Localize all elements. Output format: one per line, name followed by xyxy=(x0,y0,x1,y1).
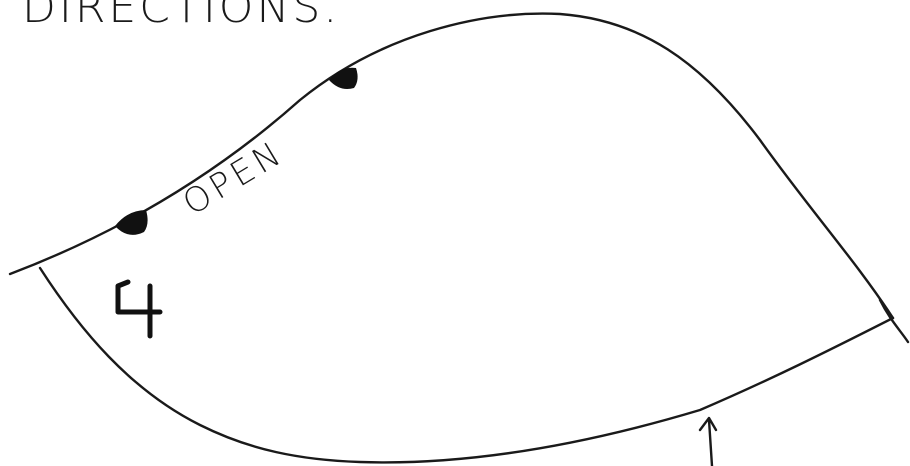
pattern-outline-bottom-edge xyxy=(40,268,893,462)
hinge-dot-upper xyxy=(329,68,358,89)
hinge-dot-lower xyxy=(115,210,148,235)
hinge-open-label: OPEN xyxy=(176,133,291,224)
directions-heading: DIRECTIONS. xyxy=(22,0,340,33)
pattern-outline-right-edge xyxy=(880,300,908,342)
bold-mark-symbol xyxy=(118,282,160,336)
pointer-arrow xyxy=(700,418,716,466)
pattern-outline-top-edge xyxy=(10,14,893,318)
